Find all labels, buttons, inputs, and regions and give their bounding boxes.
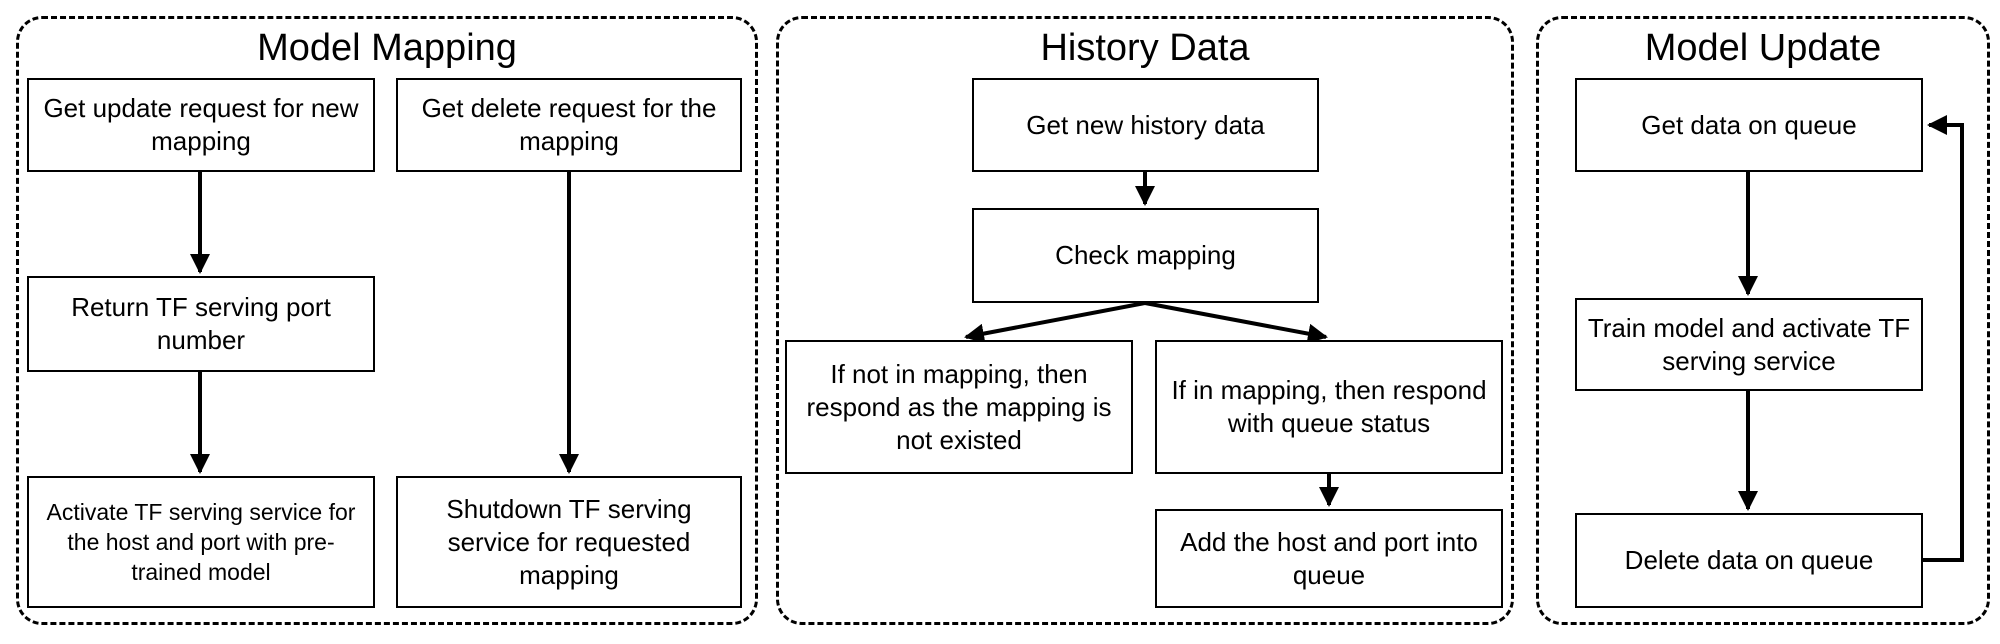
box-get-history-data: Get new history data — [972, 78, 1319, 172]
box-train-model: Train model and activate TF serving serv… — [1575, 298, 1923, 391]
panel-title: Model Update — [1644, 27, 1882, 69]
panel-title: History Data — [1040, 27, 1250, 69]
box-get-delete-request: Get delete request for the mapping — [396, 78, 742, 172]
arrow-delete-loop-back — [1923, 115, 1964, 562]
box-activate-serving: Activate TF serving service for the host… — [27, 476, 375, 608]
box-return-port-number: Return TF serving port number — [27, 276, 375, 372]
box-delete-data-on-queue: Delete data on queue — [1575, 513, 1923, 608]
arrow-check-to-in-mapping — [1144, 301, 1328, 344]
box-add-into-queue: Add the host and port into queue — [1155, 509, 1503, 608]
panel-history-data: History Data — [776, 16, 1514, 625]
box-in-mapping: If in mapping, then respond with queue s… — [1155, 340, 1503, 474]
arrow-check-to-not-in-mapping — [964, 301, 1146, 344]
box-not-in-mapping: If not in mapping, then respond as the m… — [785, 340, 1133, 474]
panel-model-mapping: Model Mapping — [16, 16, 758, 625]
box-check-mapping: Check mapping — [972, 208, 1319, 303]
box-shutdown-serving: Shutdown TF serving service for requeste… — [396, 476, 742, 608]
box-get-data-on-queue: Get data on queue — [1575, 78, 1923, 172]
panel-model-update: Model Update — [1536, 16, 1990, 625]
box-get-update-request: Get update request for new mapping — [27, 78, 375, 172]
panel-title: Model Mapping — [257, 27, 517, 69]
